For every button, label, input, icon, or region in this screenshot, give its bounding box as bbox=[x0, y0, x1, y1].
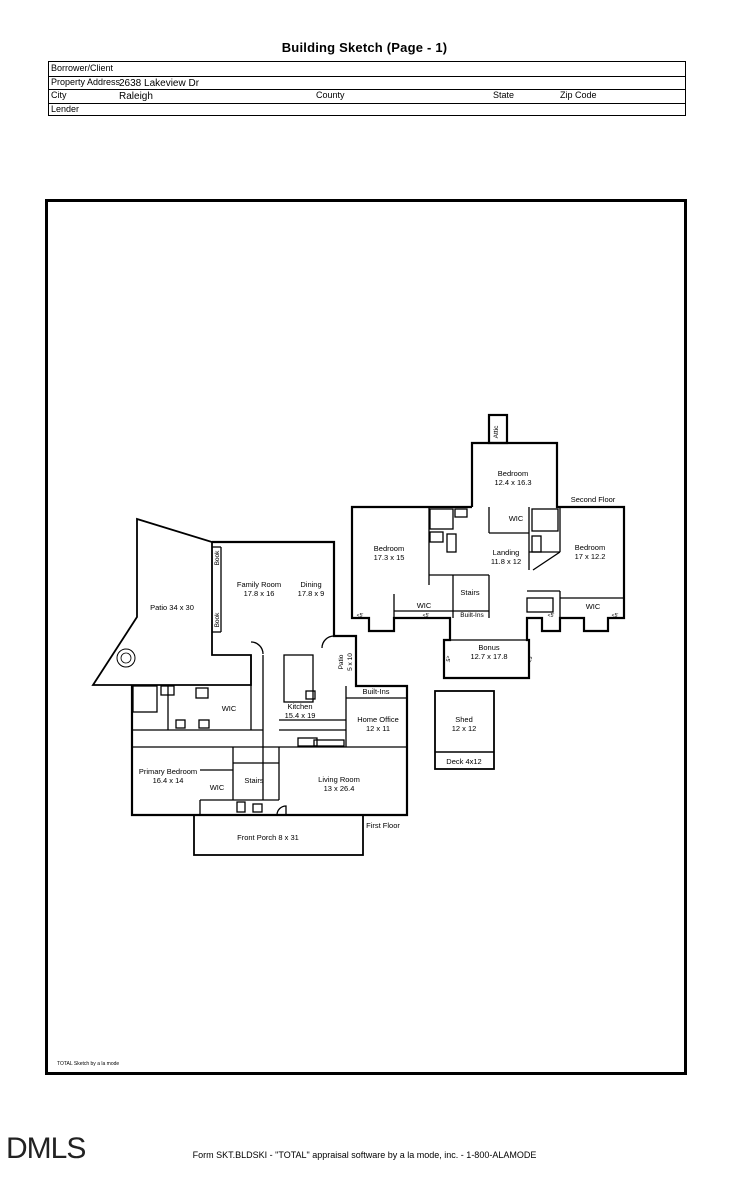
front-porch-outline bbox=[193, 814, 364, 856]
bedroom-right-name: Bedroom bbox=[575, 543, 605, 552]
zip-label: Zip Code bbox=[560, 90, 597, 100]
shed-dims: 12 x 12 bbox=[452, 724, 477, 733]
bedroom-left-name: Bedroom bbox=[374, 544, 404, 553]
wic-primary: WIC bbox=[222, 704, 237, 713]
lender-label: Lender bbox=[51, 103, 80, 114]
builtins-upper: Built-Ins bbox=[460, 612, 484, 619]
dining-name: Dining bbox=[300, 580, 321, 589]
state-label: State bbox=[493, 90, 515, 100]
wic-lower: WIC bbox=[210, 783, 225, 792]
page-title: Building Sketch (Page - 1) bbox=[281, 40, 448, 55]
family-room-dims: 17.8 x 16 bbox=[244, 589, 275, 598]
bedroom-right-dims: 17 x 12.2 bbox=[575, 552, 606, 561]
front-porch-label: Front Porch 8 x 31 bbox=[237, 833, 299, 842]
city-row: City Raleigh County State Zip Code bbox=[49, 89, 685, 104]
home-office-dims: 12 x 11 bbox=[366, 724, 390, 733]
bonus-name: Bonus bbox=[478, 643, 500, 652]
dining-dims: 17.8 x 9 bbox=[298, 589, 325, 598]
kitchen-name: Kitchen bbox=[287, 702, 312, 711]
lt5-label-3: <5' bbox=[548, 613, 555, 619]
wic-upper-right: WIC bbox=[586, 602, 601, 611]
sketch-frame bbox=[45, 199, 687, 1075]
header-table: Borrower/Client Property Address 2638 La… bbox=[48, 61, 686, 116]
second-floor-label: Second Floor bbox=[571, 495, 616, 504]
wic-upper-center: WIC bbox=[509, 514, 524, 523]
sketch-credit: TOTAL Sketch by a la mode bbox=[57, 1061, 120, 1067]
patio-small-name: Patio bbox=[338, 654, 345, 669]
property-address-row: Property Address 2638 Lakeview Dr bbox=[49, 76, 685, 90]
borrower-label: Borrower/Client bbox=[51, 63, 114, 73]
home-office-name: Home Office bbox=[357, 715, 399, 724]
lt5-label-2: <5' bbox=[423, 613, 430, 619]
stairs-upper: Stairs bbox=[460, 588, 479, 597]
family-room-name: Family Room bbox=[237, 580, 281, 589]
lt5-label-5: <5' bbox=[444, 656, 450, 663]
bonus-dims: 12.7 x 17.8 bbox=[470, 652, 507, 661]
lt5-label-6: <5' bbox=[528, 656, 534, 663]
first-floor-label: First Floor bbox=[366, 821, 400, 830]
patio-large-label: Patio 34 x 30 bbox=[150, 603, 194, 612]
logo-text: DMLS bbox=[6, 1132, 85, 1165]
primary-bedroom-dims: 16.4 x 14 bbox=[153, 776, 184, 785]
living-room-name: Living Room bbox=[318, 775, 360, 784]
property-address-label: Property Address bbox=[51, 76, 121, 87]
lender-row: Lender bbox=[49, 103, 685, 117]
shed-outline bbox=[434, 690, 495, 770]
county-label: County bbox=[316, 90, 345, 100]
patio-outline bbox=[91, 517, 252, 686]
book-label-2: Book bbox=[214, 612, 221, 628]
deck-label: Deck 4x12 bbox=[446, 757, 481, 766]
stairs-lower: Stairs bbox=[244, 776, 263, 785]
city-label: City bbox=[51, 90, 67, 100]
footer-form-text: Form SKT.BLDSKI - "TOTAL" appraisal soft… bbox=[192, 1150, 537, 1160]
attic-label: Attic bbox=[493, 425, 500, 438]
lt5-label-4: <5' bbox=[612, 613, 619, 619]
bedroom-left-dims: 17.3 x 15 bbox=[374, 553, 405, 562]
kitchen-dims: 15.4 x 19 bbox=[285, 711, 316, 720]
book-label-1: Book bbox=[214, 550, 221, 566]
bedroom-top-name: Bedroom bbox=[498, 469, 528, 478]
landing-dims: 11.8 x 12 bbox=[491, 557, 521, 566]
landing-name: Landing bbox=[493, 548, 520, 557]
builtins-lower: Built-Ins bbox=[362, 687, 389, 696]
borrower-row: Borrower/Client bbox=[49, 62, 685, 77]
second-floor-outline bbox=[350, 441, 626, 680]
primary-bedroom-name: Primary Bedroom bbox=[139, 767, 197, 776]
living-room-dims: 13 x 26.4 bbox=[324, 784, 355, 793]
shed-name: Shed bbox=[455, 715, 473, 724]
lt5-label-1: <5' bbox=[357, 613, 364, 619]
bedroom-top-dims: 12.4 x 16.3 bbox=[494, 478, 531, 487]
property-address-value: 2638 Lakeview Dr bbox=[119, 77, 200, 89]
dmls-logo-icon: DMLS bbox=[6, 1132, 86, 1165]
patio-small-dims: 5 x 10 bbox=[347, 653, 354, 671]
city-value: Raleigh bbox=[119, 91, 153, 102]
wic-upper-left: WIC bbox=[417, 601, 432, 610]
